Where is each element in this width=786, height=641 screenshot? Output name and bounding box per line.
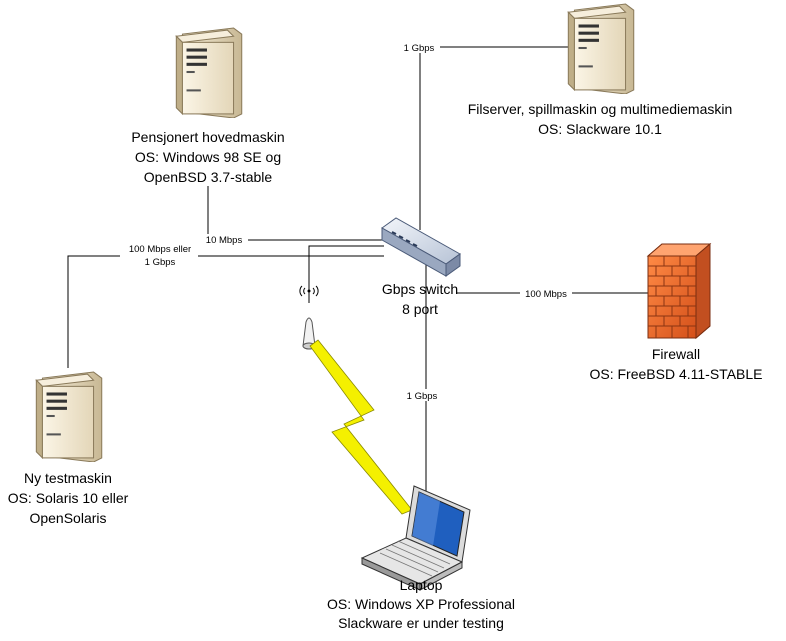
- wire-access-point: [308, 245, 384, 303]
- firewall-brick-icon: [646, 242, 712, 340]
- server-tower-icon: [567, 3, 635, 94]
- wireless-access-point-icon: [299, 285, 319, 350]
- retired-main-label-line2: OS: Windows 98 SE og: [135, 149, 281, 165]
- laptop-label-line1: Laptop: [400, 577, 443, 593]
- laptop-label-line3: Slackware er under testing: [338, 615, 504, 631]
- retired-main-label-line3: OpenBSD 3.7-stable: [144, 169, 273, 185]
- server-tower-icon: [175, 27, 243, 118]
- lightning-bolt-icon: [309, 339, 413, 515]
- speed-label-retired-main: 10 Mbps: [206, 235, 243, 246]
- laptop-label-line2: OS: Windows XP Professional: [327, 596, 515, 612]
- switch-label-line2: 8 port: [402, 301, 438, 317]
- node-firewall: Firewall OS: FreeBSD 4.11-STABLE: [590, 242, 763, 382]
- speed-label-test-machine-line1: 100 Mbps eller: [129, 244, 191, 255]
- network-switch-icon: [381, 217, 461, 277]
- speed-label-firewall: 100 Mbps: [525, 289, 567, 300]
- firewall-label-line2: OS: FreeBSD 4.11-STABLE: [590, 366, 763, 382]
- retired-main-label-line1: Pensjonert hovedmaskin: [131, 129, 284, 145]
- node-test-machine: Ny testmaskin OS: Solaris 10 eller OpenS…: [8, 371, 129, 526]
- node-fileserver: Filserver, spillmaskin og multimediemask…: [468, 3, 733, 137]
- wire-test-machine: [67, 255, 384, 368]
- server-tower-icon: [35, 371, 103, 462]
- test-machine-label-line3: OpenSolaris: [29, 510, 106, 526]
- speed-label-laptop: 1 Gbps: [407, 391, 438, 402]
- fileserver-label-line2: OS: Slackware 10.1: [538, 121, 662, 137]
- fileserver-label-line1: Filserver, spillmaskin og multimediemask…: [468, 101, 733, 117]
- laptop-icon: [360, 485, 471, 591]
- firewall-label-line1: Firewall: [652, 346, 700, 362]
- node-retired-main: Pensjonert hovedmaskin OS: Windows 98 SE…: [131, 27, 285, 185]
- speed-label-fileserver: 1 Gbps: [404, 43, 435, 54]
- wire-fileserver: [419, 46, 574, 230]
- test-machine-label-line1: Ny testmaskin: [24, 470, 112, 486]
- switch-label-line1: Gbps switch: [382, 281, 458, 297]
- link-speed-labels: 1 Gbps 10 Mbps 100 Mbps eller 1 Gbps 100…: [120, 41, 572, 402]
- wire-retired-main: [207, 186, 384, 241]
- node-laptop: Laptop OS: Windows XP Professional Slack…: [327, 485, 515, 631]
- speed-label-test-machine-line2: 1 Gbps: [145, 257, 176, 268]
- node-switch: Gbps switch 8 port: [381, 217, 461, 317]
- test-machine-label-line2: OS: Solaris 10 eller: [8, 490, 129, 506]
